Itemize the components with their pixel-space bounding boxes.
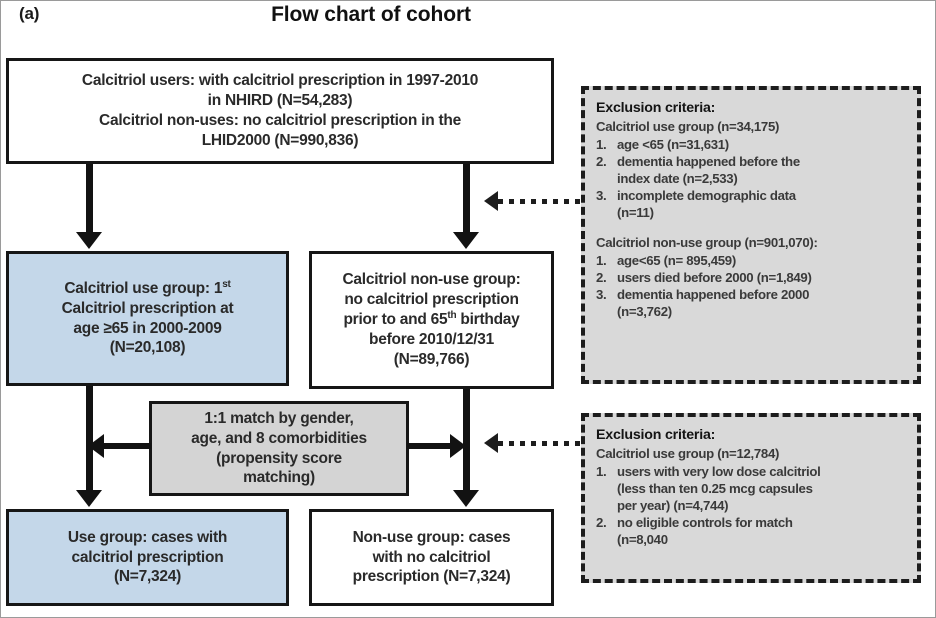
connector-nonuse-to-final xyxy=(463,389,470,494)
exclusion-2-group-a-list: 1. users with very low dose calcitriol (… xyxy=(596,463,907,549)
list-item: 1. age<65 (n= 895,459) xyxy=(596,252,907,269)
superscript-st: st xyxy=(222,278,231,290)
node-final-use-group-text: Use group: cases with calcitriol prescri… xyxy=(67,528,228,586)
node-calcitriol-use-group-text: Calcitriol use group: 1st Calcitriol pre… xyxy=(61,278,234,357)
connector-source-to-nonuse xyxy=(463,164,470,234)
node-final-nonuse-group-text: Non-use group: cases with no calcitriol … xyxy=(352,528,511,586)
page-title: Flow chart of cohort xyxy=(271,3,471,26)
node-source-cohort: Calcitriol users: with calcitriol prescr… xyxy=(6,58,554,164)
list-item: 2. dementia happened before the index da… xyxy=(596,153,907,187)
arrowhead-source-to-nonuse xyxy=(453,232,479,249)
exclusion-1-group-b-list: 1. age<65 (n= 895,459) 2. users died bef… xyxy=(596,252,907,321)
list-item-text: no eligible controls for match (n=8,040 xyxy=(617,515,793,548)
list-item-number: 1. xyxy=(596,252,607,268)
list-item-text: dementia happened before 2000 (n=3,762) xyxy=(617,286,810,320)
superscript-th: th xyxy=(447,309,457,321)
arrowhead-exclusion-2 xyxy=(484,433,498,453)
list-item: 2. users died before 2000 (n=1,849) xyxy=(596,269,907,286)
list-item: 1. users with very low dose calcitriol (… xyxy=(596,463,907,514)
node-final-nonuse-group: Non-use group: cases with no calcitriol … xyxy=(309,509,554,606)
spacer xyxy=(596,221,907,234)
node-calcitriol-nonuse-group: Calcitriol non-use group: no calcitriol … xyxy=(309,251,554,389)
exclusion-1-title: Exclusion criteria: xyxy=(596,100,716,116)
list-item-number: 3. xyxy=(596,188,607,204)
arrowhead-exclusion-1 xyxy=(484,191,498,211)
list-item: 3. incomplete demographic data (n=11) xyxy=(596,187,907,221)
list-item-text: age<65 (n= 895,459) xyxy=(617,252,736,268)
arrowhead-source-to-use xyxy=(76,232,102,249)
list-item-number: 1. xyxy=(596,463,607,479)
arrowhead-nonuse-to-final xyxy=(453,490,479,507)
list-item-text: dementia happened before the index date … xyxy=(617,153,800,186)
node-source-cohort-text: Calcitriol users: with calcitriol prescr… xyxy=(81,72,479,149)
node-calcitriol-use-group: Calcitriol use group: 1st Calcitriol pre… xyxy=(6,251,289,386)
exclusion-criteria-panel-1: Exclusion criteria: Calcitriol use group… xyxy=(581,86,921,384)
dotted-connector-exclusion-1 xyxy=(498,199,583,204)
list-item-text: users died before 2000 (n=1,849) xyxy=(617,269,812,285)
node-final-use-group: Use group: cases with calcitriol prescri… xyxy=(6,509,289,606)
list-item-number: 2. xyxy=(596,515,607,531)
arrowhead-matching-right xyxy=(450,434,466,458)
exclusion-2-title: Exclusion criteria: xyxy=(596,427,716,443)
list-item-text: age <65 (n=31,631) xyxy=(617,136,729,152)
list-item: 1. age <65 (n=31,631) xyxy=(596,136,907,153)
list-item-number: 1. xyxy=(596,136,607,152)
connector-matching-right xyxy=(407,443,451,449)
connector-matching-left xyxy=(103,443,151,449)
list-item-number: 2. xyxy=(596,153,607,169)
exclusion-1-group-b-header: Calcitriol non-use group (n=901,070): xyxy=(596,235,818,251)
panel-label: (a) xyxy=(19,4,40,23)
list-item: 2. no eligible controls for match (n=8,0… xyxy=(596,514,907,548)
arrowhead-use-to-final xyxy=(76,490,102,507)
arrowhead-matching-left xyxy=(88,434,104,458)
exclusion-1-group-a-list: 1. age <65 (n=31,631) 2. dementia happen… xyxy=(596,136,907,222)
node-propensity-matching-text: 1:1 match by gender, age, and 8 comorbid… xyxy=(191,409,367,487)
exclusion-1-group-a-header: Calcitriol use group (n=34,175) xyxy=(596,119,780,135)
list-item-text: users with very low dose calcitriol (les… xyxy=(617,463,821,513)
exclusion-criteria-panel-2: Exclusion criteria: Calcitriol use group… xyxy=(581,413,921,583)
dotted-connector-exclusion-2 xyxy=(498,441,583,446)
list-item-number: 2. xyxy=(596,269,607,285)
exclusion-2-group-a-header: Calcitriol use group (n=12,784) xyxy=(596,446,780,462)
node-calcitriol-nonuse-group-text: Calcitriol non-use group: no calcitriol … xyxy=(342,271,521,368)
list-item-text: incomplete demographic data (n=11) xyxy=(617,188,796,221)
list-item: 3. dementia happened before 2000 (n=3,76… xyxy=(596,286,907,320)
node-propensity-matching: 1:1 match by gender, age, and 8 comorbid… xyxy=(149,401,409,496)
connector-source-to-use xyxy=(86,164,93,234)
list-item-number: 3. xyxy=(596,286,607,302)
